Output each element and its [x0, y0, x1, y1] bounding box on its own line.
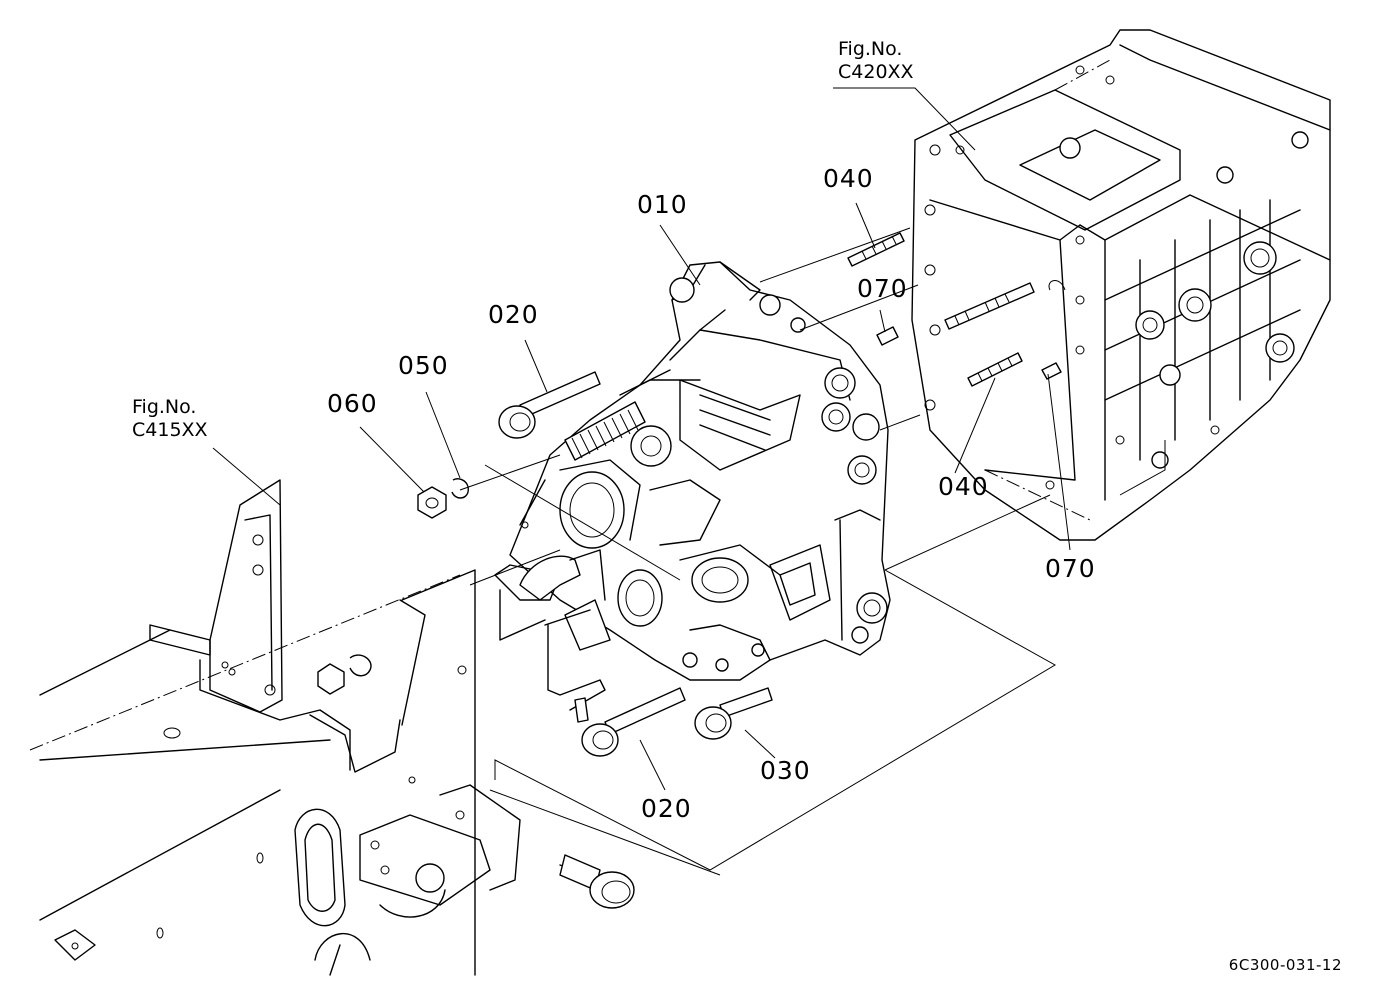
drawing-code: 6C300-031-12	[1228, 956, 1342, 974]
shift-lever	[494, 549, 611, 723]
callout-040-bottom: 040	[938, 472, 989, 501]
callout-030: 030	[760, 756, 811, 785]
nut-and-washer	[317, 478, 469, 695]
bracket-bolt	[559, 854, 635, 909]
callout-070-bottom: 070	[1045, 554, 1096, 583]
fig-ref-c420-line1: Fig.No.	[838, 38, 903, 60]
fig-ref-c415: Fig.No. C415XX	[132, 396, 208, 442]
bolts	[498, 371, 773, 757]
fig-ref-c415-line2: C415XX	[132, 419, 208, 441]
dowel-pins	[876, 326, 1062, 380]
assembly-lines	[459, 227, 1057, 876]
callout-020-bottom: 020	[641, 794, 692, 823]
callout-060: 060	[327, 389, 378, 418]
stud-bolts	[847, 232, 1035, 387]
callout-070-top: 070	[857, 274, 908, 303]
transmission-case	[911, 29, 1331, 541]
callout-040-top: 040	[823, 164, 874, 193]
fig-ref-c415-line1: Fig.No.	[132, 396, 197, 418]
leader-lines	[212, 87, 1071, 791]
callout-050: 050	[398, 351, 449, 380]
fig-ref-c420: Fig.No. C420XX	[838, 38, 914, 84]
fig-ref-c420-line2: C420XX	[838, 61, 914, 83]
frame-bracket	[29, 479, 521, 976]
main-housing	[509, 261, 891, 681]
spring	[564, 401, 646, 461]
callout-010: 010	[637, 190, 688, 219]
callout-020-top: 020	[488, 300, 539, 329]
